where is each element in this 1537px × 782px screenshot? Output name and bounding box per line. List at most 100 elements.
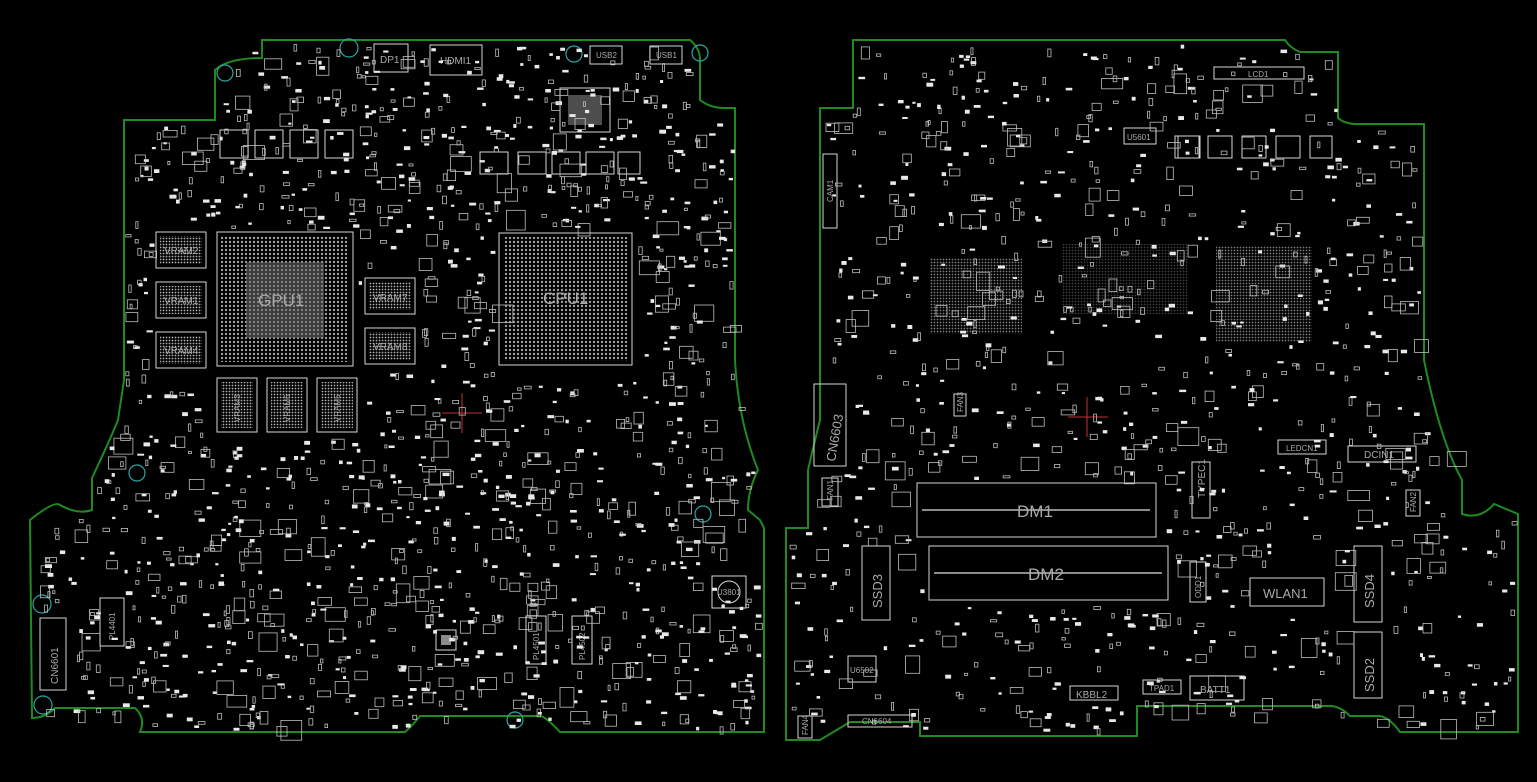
smd-component: [1047, 48, 1052, 58]
smd-component: [701, 216, 709, 221]
smd-component: [247, 109, 252, 114]
smd-component: [1332, 471, 1343, 483]
smd-component: [154, 439, 159, 443]
smd-component: [365, 503, 371, 508]
smd-component: [1357, 167, 1362, 174]
smd-component: [1214, 407, 1219, 410]
smd-component: [917, 103, 921, 108]
smd-component: [365, 75, 379, 85]
smd-component: [81, 676, 86, 680]
cam-label: CAM1: [826, 179, 835, 202]
u6502-chip[interactable]: U6502: [847, 655, 877, 683]
smd-component: [467, 70, 472, 75]
smd-component: [668, 113, 673, 119]
smd-component: [1183, 372, 1188, 379]
ssd2-slot[interactable]: SSD2: [1353, 631, 1383, 699]
vram7-chip[interactable]: VRAM7: [364, 277, 416, 315]
smd-component: [351, 504, 358, 509]
smd-component: [527, 452, 549, 465]
gpu-chip[interactable]: GPU1: [216, 231, 354, 367]
smd-component: [650, 95, 658, 104]
smd-component: [348, 218, 357, 222]
smd-component: [661, 632, 669, 637]
smd-component: [210, 548, 216, 552]
smd-component: [1303, 516, 1309, 520]
smd-component: [643, 396, 648, 399]
smd-component: [646, 678, 652, 681]
kbbl-connector[interactable]: KBBL2: [1069, 685, 1119, 701]
smd-component: [148, 251, 154, 257]
dcin-connector[interactable]: DCIN1: [1347, 445, 1417, 463]
smd-component: [1186, 658, 1192, 662]
smd-component: [644, 205, 649, 210]
batt-label: BATT1: [1200, 685, 1231, 696]
smd-component: [1373, 145, 1379, 150]
smd-component: [912, 101, 916, 104]
smd-component: [824, 628, 828, 636]
left-mounting-holes: [32, 38, 712, 729]
smd-component: [411, 172, 416, 177]
dm2-dimm-slot[interactable]: DM2: [928, 545, 1169, 601]
smd-component: [1036, 218, 1042, 222]
u3801-chip[interactable]: U3801: [711, 575, 747, 609]
smd-component: [1414, 534, 1428, 544]
smd-component: [1101, 78, 1124, 90]
smd-component: [662, 209, 667, 213]
odd-connector[interactable]: ODD1: [1189, 561, 1207, 603]
smd-component: [388, 216, 393, 220]
ssd4-slot[interactable]: SSD4: [1353, 545, 1383, 623]
vram1-chip[interactable]: VRAM1: [155, 281, 207, 319]
fan3-connector[interactable]: FAN3: [953, 391, 967, 417]
wlan-slot[interactable]: WLAN1: [1249, 577, 1325, 607]
smd-component: [709, 133, 716, 136]
smd-component: [1444, 696, 1448, 702]
lcd-connector[interactable]: LCD1: [1213, 66, 1305, 80]
dm1-dimm-slot[interactable]: DM1: [916, 482, 1157, 538]
smd-component: [225, 605, 230, 614]
hdmi-connector[interactable]: HDMI1: [429, 44, 483, 76]
vram8-chip[interactable]: VRAM8: [364, 327, 416, 365]
smd-component: [644, 354, 649, 357]
smd-component: [1066, 306, 1073, 309]
cn6601-connector[interactable]: CN6601: [39, 617, 67, 691]
smd-component: [557, 388, 562, 392]
smd-component: [492, 508, 499, 511]
u5601-chip[interactable]: U5601: [1123, 127, 1157, 145]
smd-component: [937, 106, 941, 109]
smd-component: [196, 553, 200, 558]
vram2-chip[interactable]: VRAM2: [155, 231, 207, 269]
cam-connector[interactable]: CAM1: [822, 153, 838, 229]
smd-component: [417, 549, 423, 553]
smd-component: [468, 620, 475, 624]
vram6-chip[interactable]: VRAM6: [266, 377, 308, 433]
fan4-connector[interactable]: FAN4: [797, 714, 813, 739]
smd-component: [402, 56, 416, 68]
smd-component: [148, 573, 161, 582]
smd-component: [413, 493, 421, 498]
vram3-chip[interactable]: VRAM3: [216, 377, 258, 433]
smd-component: [1383, 278, 1389, 281]
pl4401-inductor[interactable]: PL4401: [99, 597, 125, 647]
dp-connector[interactable]: DP1: [373, 43, 409, 73]
smd-component: [257, 668, 261, 677]
smd-component: [959, 54, 964, 58]
smd-component: [622, 611, 628, 620]
vram5-chip[interactable]: VRAM5: [316, 377, 358, 433]
pl4501-inductor[interactable]: PL4501: [525, 615, 547, 665]
smd-component: [663, 347, 670, 351]
smd-component: [450, 421, 461, 429]
ledcn-connector[interactable]: LEDCN1: [1277, 439, 1327, 455]
smd-component: [1095, 396, 1103, 401]
usb2-connector[interactable]: USB2: [589, 45, 623, 65]
smd-component: [641, 529, 646, 533]
smd-component: [226, 695, 248, 708]
smd-component: [258, 72, 265, 76]
smd-component: [1383, 522, 1389, 526]
smd-component: [794, 601, 800, 605]
smd-component: [356, 74, 362, 79]
cpu-chip[interactable]: CPU1: [498, 232, 633, 366]
vram4-chip[interactable]: VRAM4: [155, 331, 207, 369]
typec-connector[interactable]: TYPEC1: [1191, 459, 1211, 519]
smd-component: [1422, 439, 1427, 444]
smd-component: [238, 500, 246, 508]
